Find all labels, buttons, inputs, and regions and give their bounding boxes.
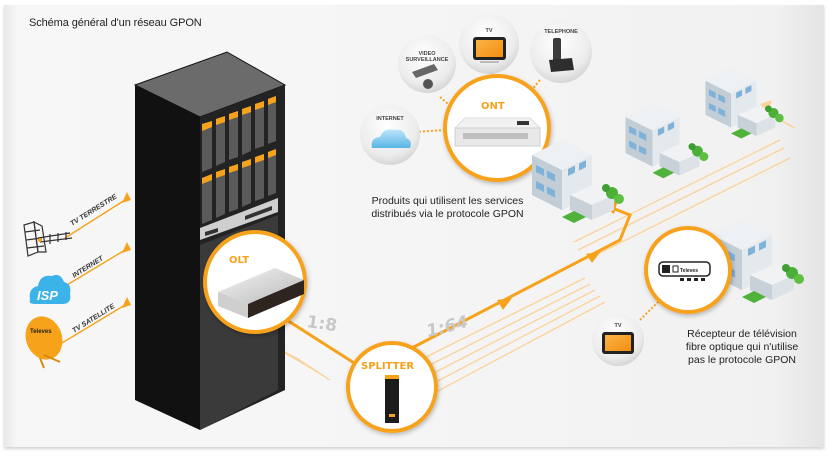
- service-video-label-1: VIDEO: [418, 51, 436, 57]
- cloud-icon: [371, 129, 411, 148]
- caption-gpon-line-1: Produits qui utilisent les services: [371, 195, 524, 207]
- building-home-3: [705, 68, 784, 139]
- olt-device-icon: [218, 268, 304, 318]
- caption-gpon-line-2: distribués via le protocole GPON: [371, 208, 524, 220]
- ratio-splitter-homes: 1:64: [424, 312, 470, 342]
- source-label-internet: INTERNET: [71, 255, 105, 280]
- caption-gpon-products: Produits qui utilisent les services dist…: [355, 195, 540, 221]
- receiver-tv-label: TV: [614, 323, 621, 329]
- arrow-main-1: [497, 298, 512, 310]
- main-fibre-path: [266, 206, 632, 370]
- building-home-2: [625, 103, 709, 179]
- isp-badge: ISP: [37, 288, 58, 303]
- caption-rx-line-1: Récepteur de télévision: [687, 328, 797, 340]
- source-label-tv-satellite: TV SATELLITE: [71, 303, 116, 335]
- arrow-main-2: [586, 251, 601, 263]
- fibre-bundle-splitter: [419, 139, 791, 393]
- ont-device-icon: [453, 117, 542, 147]
- olt-label: OLT: [229, 255, 249, 266]
- tv-icon: [473, 37, 506, 63]
- source-arrows: [61, 192, 131, 344]
- building-gpon-home: [532, 140, 624, 223]
- splitter-label: SPLITTER: [361, 361, 414, 372]
- splitter-device-icon: [385, 375, 399, 423]
- service-internet-label: INTERNET: [376, 116, 404, 122]
- televes-badge-dish: Televes: [30, 329, 52, 335]
- service-tv-label: TV: [485, 28, 492, 34]
- camera-icon: [412, 64, 438, 89]
- service-telephone-label: TELEPHONE: [544, 29, 578, 35]
- receiver-tv[interactable]: TV: [592, 314, 644, 366]
- caption-rx-line-3: pas le protocole GPON: [688, 354, 796, 366]
- isp-cloud-icon: ISP: [29, 274, 71, 304]
- fibre-receiver-icon: Televes: [658, 261, 711, 281]
- service-internet[interactable]: INTERNET: [360, 105, 420, 165]
- caption-rx-line-2: fibre optique qui n'utilise: [685, 341, 799, 353]
- ratio-olt-splitter: 1:8: [305, 312, 338, 336]
- tv-icon: [602, 332, 634, 354]
- service-telephone[interactable]: TELEPHONE: [530, 21, 592, 83]
- service-video-surveillance[interactable]: VIDEO SURVEILLANCE: [398, 35, 456, 93]
- service-video-label-2: SURVEILLANCE: [406, 57, 449, 63]
- televes-badge-receiver: Televes: [680, 268, 698, 274]
- ont-label: ONT: [481, 101, 505, 112]
- source-label-tv-terrestre: TV TERRESTRE: [69, 193, 118, 227]
- diagram-title: Schéma général d'un réseau GPON: [29, 17, 202, 29]
- service-tv[interactable]: TV: [459, 14, 519, 74]
- satellite-dish-icon: Televes: [25, 316, 63, 369]
- antenna-icon: [23, 220, 73, 257]
- phone-icon: [549, 38, 574, 72]
- caption-fibre-receiver: Récepteur de télévision fibre optique qu…: [682, 328, 802, 367]
